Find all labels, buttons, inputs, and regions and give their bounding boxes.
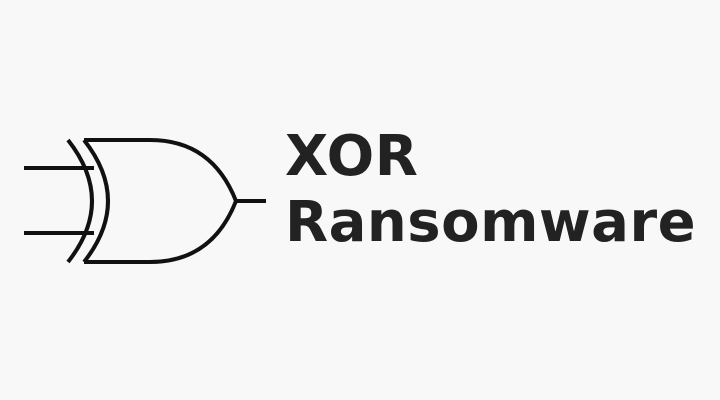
logo-title-line1: XOR (285, 124, 419, 189)
gate-or-back (82, 138, 110, 264)
logo-title: XOR Ransomware (285, 124, 696, 256)
logo-title-line2: Ransomware (285, 190, 697, 255)
gate-xor-arc (66, 138, 94, 264)
